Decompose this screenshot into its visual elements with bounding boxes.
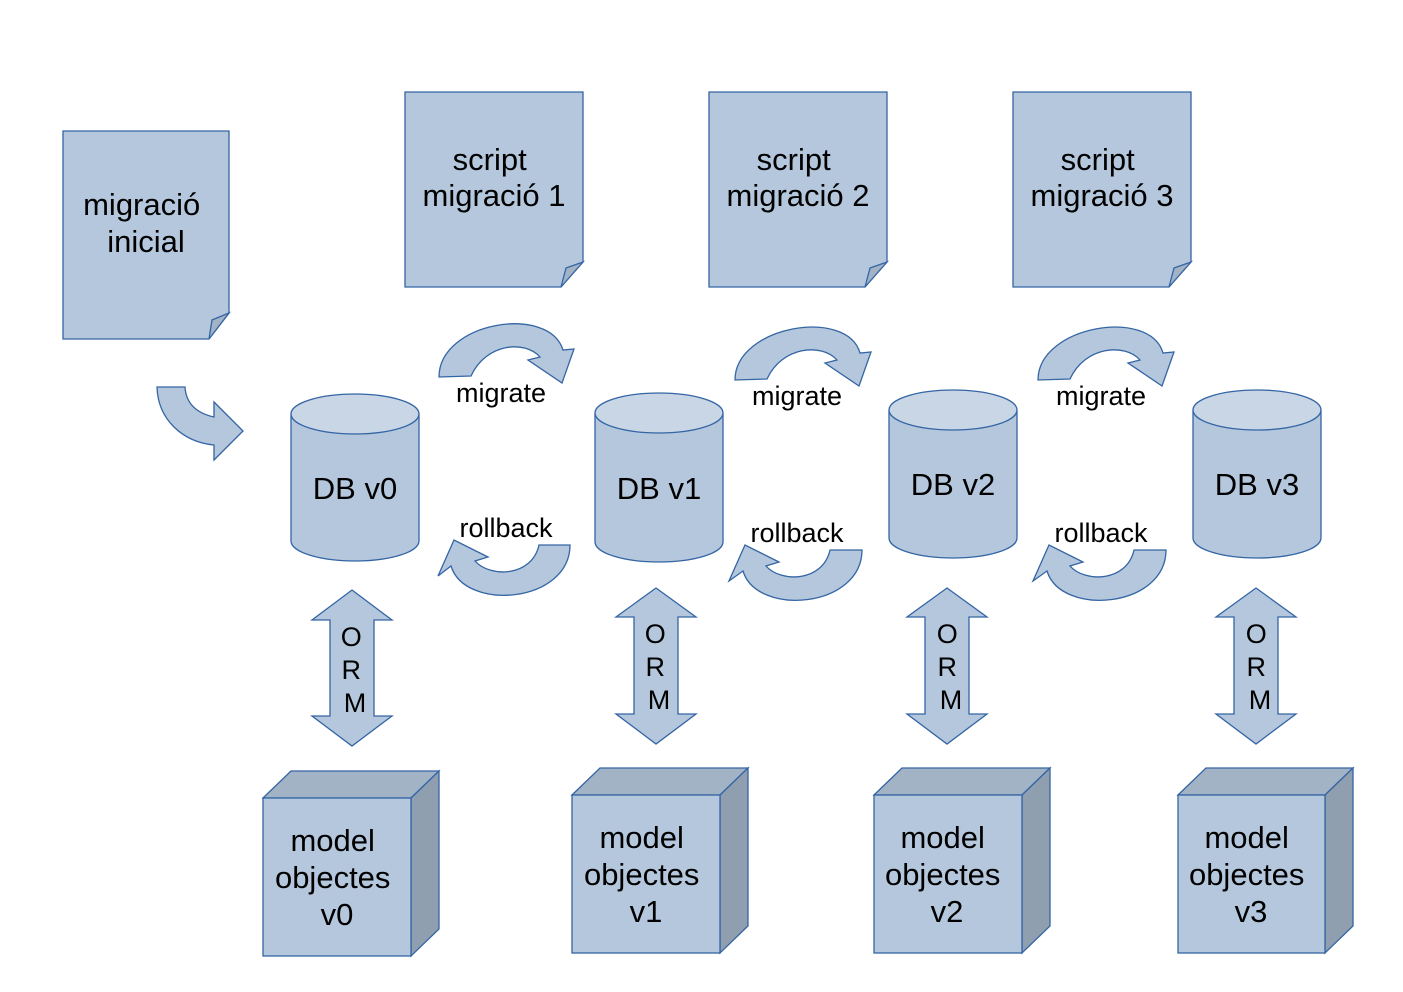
orm-v1-letter-m: M — [648, 685, 671, 715]
model-v1-line-2: objectes — [584, 857, 699, 892]
script-doc-2: script migració 2 — [708, 91, 890, 288]
migrate-arrow-icon-3 — [1037, 326, 1175, 388]
orm-v3-letter-r: R — [1246, 652, 1266, 682]
initial-migration-doc: migració inicial — [62, 130, 231, 340]
svg-text:O R M: O R M — [341, 622, 370, 718]
rollback-arrow-icon-2 — [727, 544, 863, 601]
model-v1-line-1: model — [599, 820, 683, 855]
orm-v3-letter-m: M — [1249, 685, 1272, 715]
orm-arrow-v2: O R M — [904, 587, 990, 745]
model-v2-line-3: v2 — [931, 894, 964, 929]
rollback-label-3: rollback — [1054, 518, 1148, 548]
svg-text:O R M: O R M — [937, 619, 966, 715]
script-2-line-1: script — [757, 142, 831, 177]
migrate-arrow-icon-2 — [734, 326, 872, 388]
script-1-line-2: migració 1 — [423, 178, 566, 213]
script-1-line-1: script — [453, 142, 527, 177]
initial-arrow-icon — [156, 386, 244, 462]
model-v0-line-1: model — [290, 823, 374, 858]
svg-text:model objectes v1: model objectes v1 — [584, 820, 708, 929]
database-v0-label: DB v0 — [313, 471, 397, 506]
orm-v1-letter-r: R — [645, 652, 665, 682]
svg-text:model objectes v0: model objectes v0 — [275, 823, 399, 932]
orm-v0-letter-r: R — [341, 655, 361, 685]
object-model-v1: model objectes v1 — [570, 766, 750, 955]
orm-arrow-v0: O R M — [310, 589, 394, 747]
svg-text:model objectes v3: model objectes v3 — [1189, 820, 1313, 929]
script-3-line-2: migració 3 — [1031, 178, 1174, 213]
database-v3-label: DB v3 — [1215, 467, 1299, 502]
model-v2-line-2: objectes — [885, 857, 1000, 892]
initial-doc-line-1: migració — [83, 187, 200, 222]
orm-v2-letter-m: M — [940, 685, 963, 715]
database-v0: DB v0 — [290, 393, 420, 562]
svg-text:migració inicial: migració inicial — [83, 187, 209, 259]
script-doc-3: script migració 3 — [1012, 91, 1194, 288]
model-v3-line-1: model — [1204, 820, 1288, 855]
object-model-v0: model objectes v0 — [261, 769, 441, 958]
svg-text:script migració 2: script migració 2 — [727, 142, 870, 213]
orm-v1-letter-o: O — [645, 619, 666, 649]
orm-arrow-v3: O R M — [1213, 587, 1299, 745]
model-v0-line-3: v0 — [321, 897, 354, 932]
object-model-v2: model objectes v2 — [872, 766, 1052, 955]
script-3-line-1: script — [1061, 142, 1135, 177]
svg-text:script migració 3: script migració 3 — [1031, 142, 1174, 213]
rollback-label-2: rollback — [750, 518, 844, 548]
migrate-label-3: migrate — [1056, 381, 1146, 411]
script-2-line-2: migració 2 — [727, 178, 870, 213]
svg-text:model objectes v2: model objectes v2 — [885, 820, 1009, 929]
model-v1-line-3: v1 — [630, 894, 663, 929]
orm-v2-letter-o: O — [937, 619, 958, 649]
model-v3-line-2: objectes — [1189, 857, 1304, 892]
database-v1: DB v1 — [594, 392, 724, 563]
svg-text:script migració 1: script migració 1 — [423, 142, 566, 213]
initial-doc-line-2: inicial — [107, 224, 185, 259]
model-v2-line-1: model — [900, 820, 984, 855]
database-v3: DB v3 — [1192, 389, 1322, 559]
database-v2: DB v2 — [888, 389, 1018, 559]
database-v2-label: DB v2 — [911, 467, 995, 502]
rollback-arrow-icon-1 — [437, 539, 571, 596]
rollback-label-1: rollback — [459, 513, 553, 543]
orm-v0-letter-o: O — [341, 622, 362, 652]
orm-v3-letter-o: O — [1246, 619, 1267, 649]
migrate-label-2: migrate — [752, 381, 842, 411]
object-model-v3: model objectes v3 — [1176, 766, 1355, 955]
svg-text:O R M: O R M — [645, 619, 674, 715]
rollback-arrow-icon-3 — [1031, 544, 1167, 601]
orm-v0-letter-m: M — [344, 688, 367, 718]
orm-arrow-v1: O R M — [613, 587, 699, 745]
migrate-arrow-icon-1 — [438, 323, 575, 385]
model-v3-line-3: v3 — [1235, 894, 1268, 929]
script-doc-1: script migració 1 — [404, 91, 586, 288]
model-v0-line-2: objectes — [275, 860, 390, 895]
svg-text:O R M: O R M — [1246, 619, 1275, 715]
database-v1-label: DB v1 — [617, 471, 701, 506]
migrate-label-1: migrate — [456, 378, 546, 408]
orm-v2-letter-r: R — [937, 652, 957, 682]
